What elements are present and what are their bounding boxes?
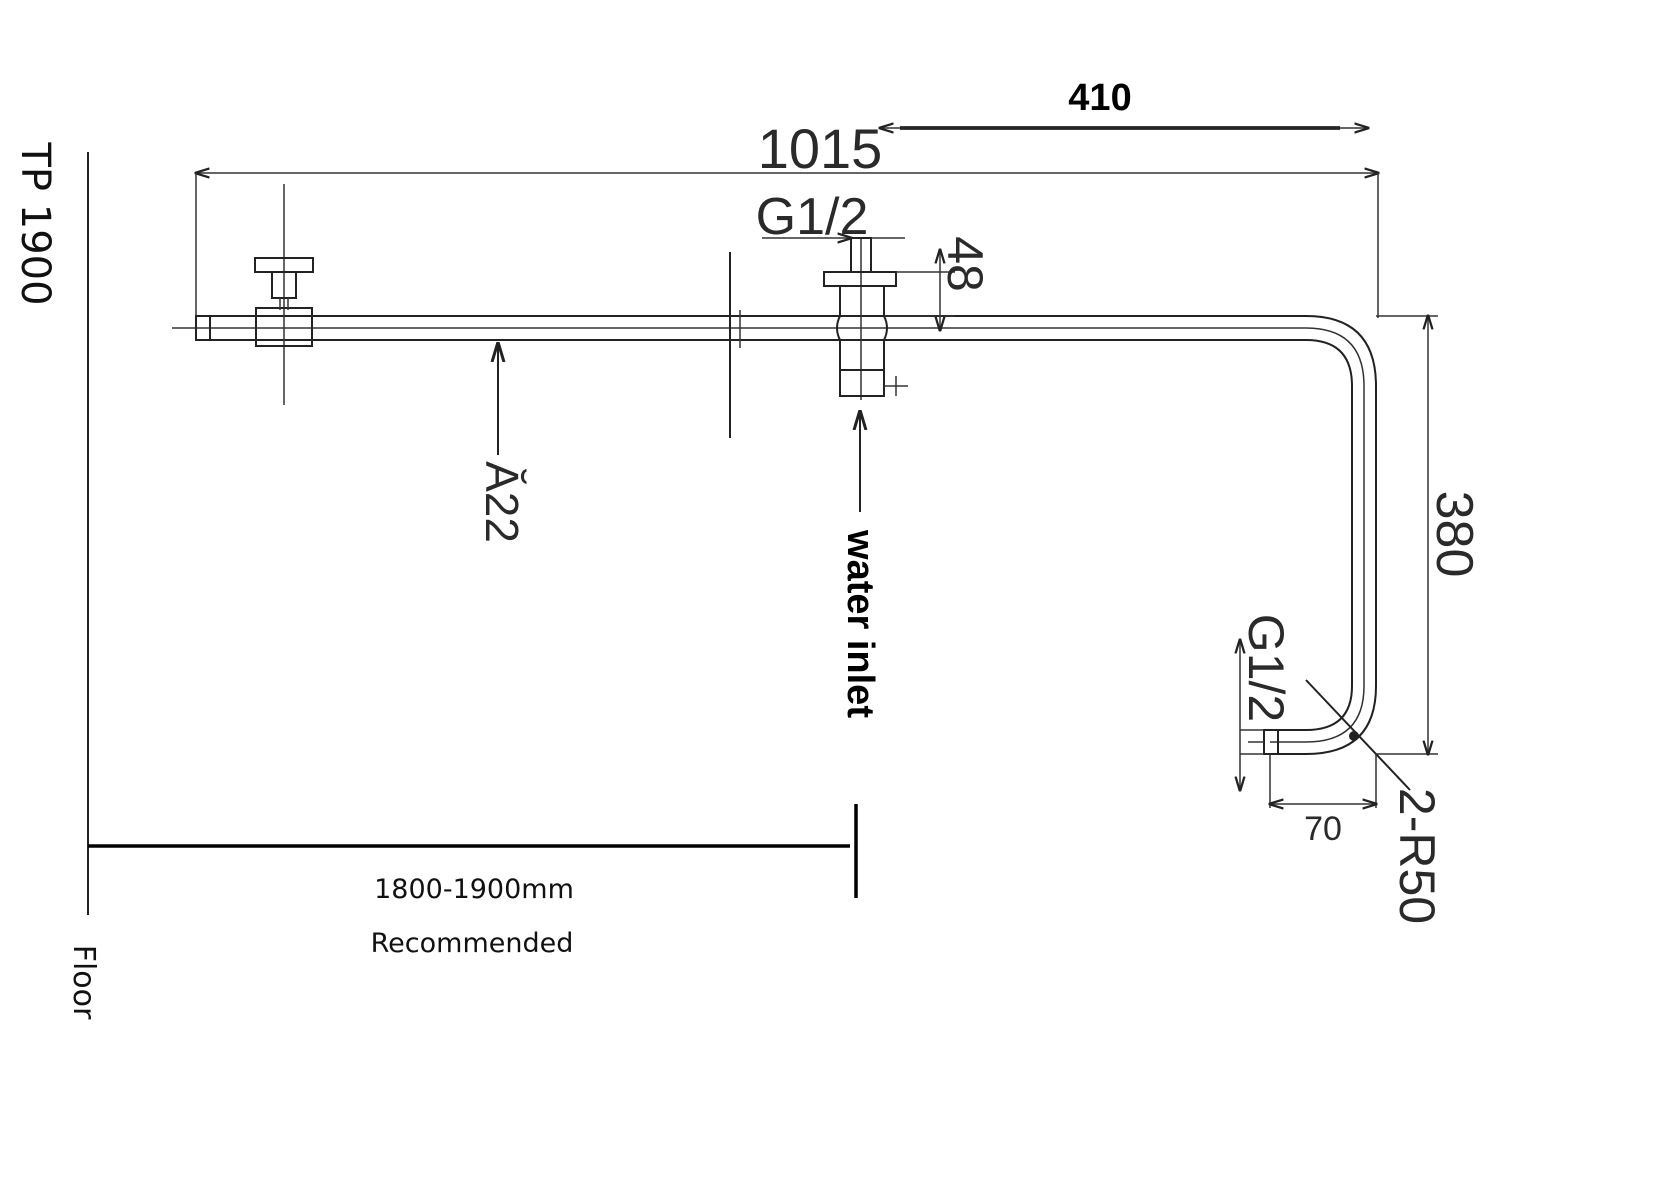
elbow-middle	[1270, 327, 1365, 743]
dim-410-label: 410	[1068, 77, 1131, 119]
dim-380-label: 380	[1425, 491, 1483, 578]
tp-height-label: TP 1900	[12, 141, 58, 305]
recommended-label: Recommended	[371, 928, 574, 959]
bend-radius-label: 2-R50	[1389, 788, 1445, 924]
floor-label: Floor	[66, 945, 101, 1020]
dim-48-label: 48	[937, 236, 993, 292]
dim-1015-label: 1015	[758, 117, 883, 180]
elbow-outer	[1270, 315, 1377, 755]
water-inlet-label: water inlet	[839, 529, 881, 718]
inlet-flange	[823, 271, 897, 287]
diameter-label: Ă22	[476, 461, 528, 543]
left-bracket-clamp	[255, 307, 313, 347]
bottom-thread-label: G1/2	[1238, 614, 1294, 722]
dim-70-label: 70	[1304, 810, 1342, 848]
inlet-bottom	[839, 369, 885, 397]
left-end-cap	[195, 315, 211, 341]
height-range-label: 1800-1900mm	[374, 874, 574, 905]
left-bracket-stem	[271, 271, 297, 299]
elbow-inner	[1270, 339, 1353, 731]
bend-radius-point	[1349, 731, 1359, 741]
